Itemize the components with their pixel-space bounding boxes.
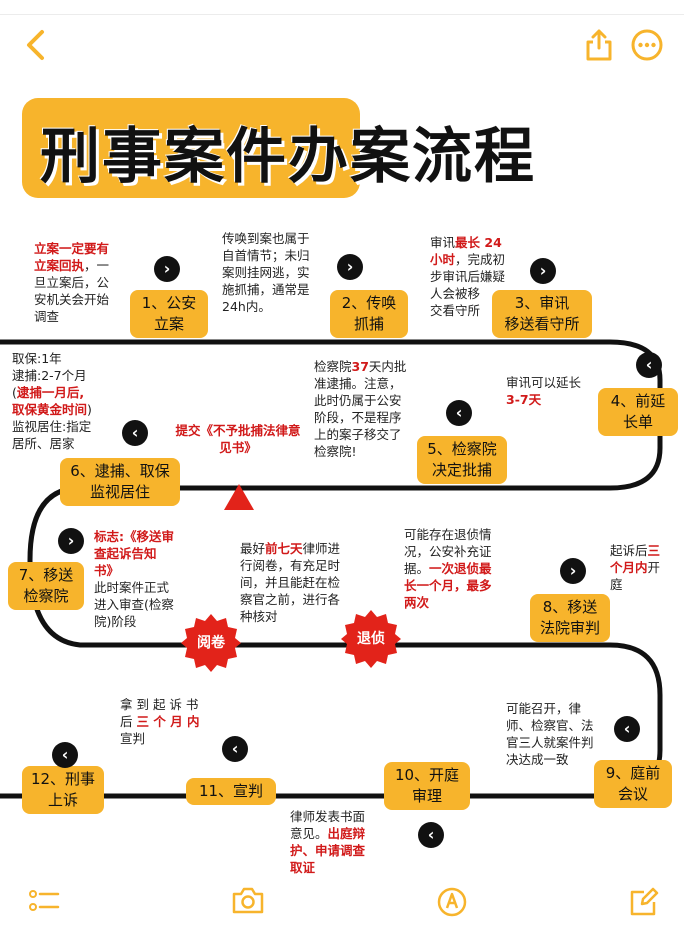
step-12: 12、刑事 上诉 — [22, 766, 104, 814]
arrow-left-icon: ‹ — [446, 400, 472, 426]
share-icon[interactable] — [584, 28, 614, 66]
arrow-left-icon: ‹ — [418, 822, 444, 848]
poster-title: 刑事案件办案流程 — [40, 122, 536, 192]
top-divider — [0, 14, 684, 15]
arrow-left-icon: ‹ — [614, 716, 640, 742]
arrow-left-icon: ‹ — [636, 352, 662, 378]
note-step-2: 传唤到案也属于 自首情节；未归 案则挂网逃，实 施抓捕，通常是 24h内。 — [222, 231, 310, 314]
note-step-7: 标志:《移送审 查起诉告知 书》此时案件正式 进入审查(检察 院)阶段 — [94, 529, 174, 629]
arrow-left-icon: ‹ — [52, 742, 78, 768]
warning-triangle-icon — [224, 484, 254, 510]
note-step-10: 律师发表书面 意见。出庭辩 护、申请调查 取证 — [290, 809, 366, 875]
compose-icon[interactable] — [628, 886, 660, 922]
markup-pen-icon[interactable] — [436, 886, 468, 922]
step-8: 8、移送 法院审判 — [530, 594, 610, 642]
note-step-9: 可能召开，律 师、检察官、法 官三人就案件判 决达成一致 — [506, 701, 594, 767]
flowchart-poster: 刑事案件办案流程 1、公安 立案 2、传唤 抓捕 3、审讯 移送看守所 4、前延… — [0, 80, 684, 880]
title-highlight — [22, 98, 360, 198]
badge-review-files: 阅卷 — [180, 612, 242, 674]
note-non-arrest-opinion: 提交《不予批捕法律意 见书》 — [175, 423, 301, 455]
arrow-right-icon: › — [337, 254, 363, 280]
note-supplementary-investigation: 可能存在退侦情 况，公安补充证 据。一次退侦最 长一个月，最多 两次 — [404, 527, 492, 610]
note-step-8: 起诉后三 个月内开 庭 — [610, 543, 661, 592]
step-9: 9、庭前 会议 — [594, 760, 672, 808]
arrow-right-icon: › — [560, 558, 586, 584]
note-step-6: 取保:1年 逮捕:2-7个月 (逮捕一月后, 取保黄金时间) 监视居住:指定 居… — [12, 351, 92, 451]
note-review-files: 最好前七天律师进 行阅卷，有充足时 间，并且能赶在检 察官之前，进行各 种核对 — [240, 541, 341, 624]
checklist-icon[interactable] — [28, 886, 60, 920]
more-icon[interactable] — [630, 28, 664, 66]
camera-icon[interactable] — [230, 886, 266, 920]
arrow-left-icon: ‹ — [222, 736, 248, 762]
step-7: 7、移送 检察院 — [8, 562, 84, 610]
arrow-left-icon: ‹ — [122, 420, 148, 446]
step-5: 5、检察院 决定批捕 — [417, 436, 507, 484]
step-3: 3、审讯 移送看守所 — [492, 290, 592, 338]
step-11: 11、宣判 — [186, 778, 276, 805]
badge-return-investigation: 退侦 — [340, 608, 402, 670]
step-10: 10、开庭 审理 — [384, 762, 470, 810]
chevron-left-icon[interactable] — [22, 28, 48, 66]
step-6: 6、逮捕、取保 监视居住 — [60, 458, 180, 506]
note-step-11: 拿 到 起 诉 书 后 三 个 月 内 宣判 — [120, 697, 200, 746]
note-step-3: 审讯最长 24 小时，完成初 步审讯后嫌疑 人会被移 交看守所 — [430, 235, 506, 318]
step-1: 1、公安 立案 — [130, 290, 208, 338]
arrow-right-icon: › — [154, 256, 180, 282]
arrow-right-icon: › — [58, 528, 84, 554]
note-step-1: 立案一定要有 立案回执，一 旦立案后，公 安机关会开始 调查 — [34, 241, 110, 324]
arrow-right-icon: › — [530, 258, 556, 284]
step-4: 4、前延 长单 — [598, 388, 678, 436]
flow-path — [0, 339, 663, 799]
step-2: 2、传唤 抓捕 — [330, 290, 408, 338]
note-step-4: 审讯可以延长 3-7天 — [506, 375, 582, 407]
note-step-5: 检察院37天内批 准逮捕。注意， 此时仍属于公安 阶段，不是程序 上的案子移交了… — [314, 359, 407, 459]
